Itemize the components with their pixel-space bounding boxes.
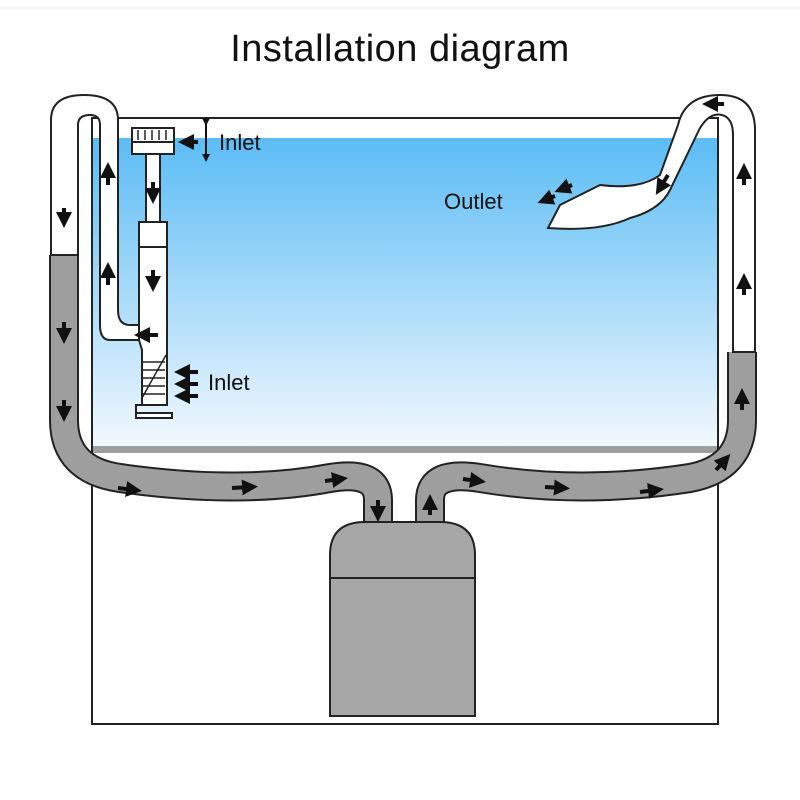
tank-bottom-plate	[92, 446, 718, 453]
inlet-bottom-label: Inlet	[208, 370, 250, 395]
tank	[91, 117, 719, 725]
tank-water	[92, 138, 718, 446]
right-u-tube	[546, 93, 756, 353]
diagram-title: Installation diagram	[230, 28, 570, 70]
flow-arrows	[56, 96, 752, 522]
outlet-label: Outlet	[444, 189, 503, 214]
inlet-top-label: Inlet	[219, 130, 261, 155]
canister-filter	[329, 521, 476, 717]
